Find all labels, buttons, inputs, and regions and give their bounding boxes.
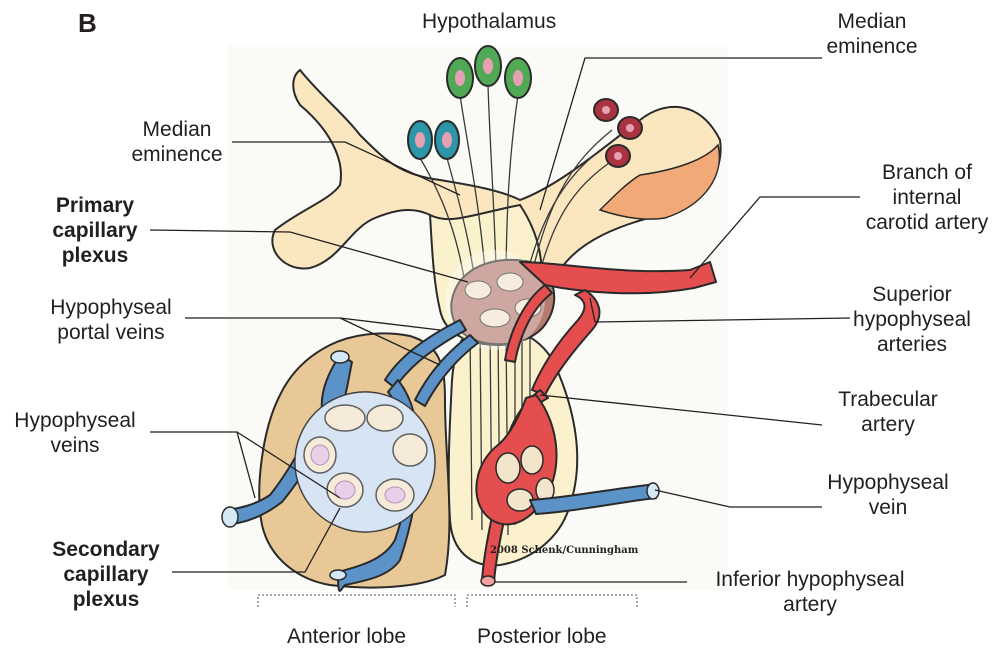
lobe-brackets	[258, 595, 637, 607]
inferior-artery-opening	[481, 576, 495, 586]
label-secondary-capillary-plexus: Secondary capillary plexus	[38, 537, 174, 612]
secondary-capillary-plexus	[295, 392, 435, 532]
label-anterior-lobe: Anterior lobe	[287, 624, 406, 649]
label-hypothalamus: Hypothalamus	[422, 9, 556, 34]
label-hypophyseal-portal-veins: Hypophyseal portal veins	[36, 295, 186, 345]
panel-letter: B	[78, 8, 97, 38]
label-posterior-lobe: Posterior lobe	[477, 624, 607, 649]
label-primary-capillary-plexus: Primary capillary plexus	[40, 193, 150, 268]
label-median-eminence-right: Median eminence	[812, 9, 932, 59]
label-median-eminence-left: Median eminence	[117, 117, 237, 167]
label-superior-hypophyseal-arteries: Superior hypophyseal arteries	[842, 282, 982, 357]
label-hypophyseal-vein: Hypophyseal vein	[818, 470, 958, 520]
artist-credit: 2008 Schenk/Cunningham	[490, 545, 638, 557]
label-trabecular-artery: Trabecular artery	[818, 387, 958, 437]
label-hypophyseal-veins: Hypophyseal veins	[5, 408, 145, 458]
posterior-lobe-bracket	[467, 595, 637, 607]
label-branch-internal-carotid: Branch of internal carotid artery	[852, 160, 1002, 235]
anterior-lobe-bracket	[258, 595, 455, 607]
label-inferior-hypophyseal-artery: Inferior hypophyseal artery	[690, 567, 930, 617]
